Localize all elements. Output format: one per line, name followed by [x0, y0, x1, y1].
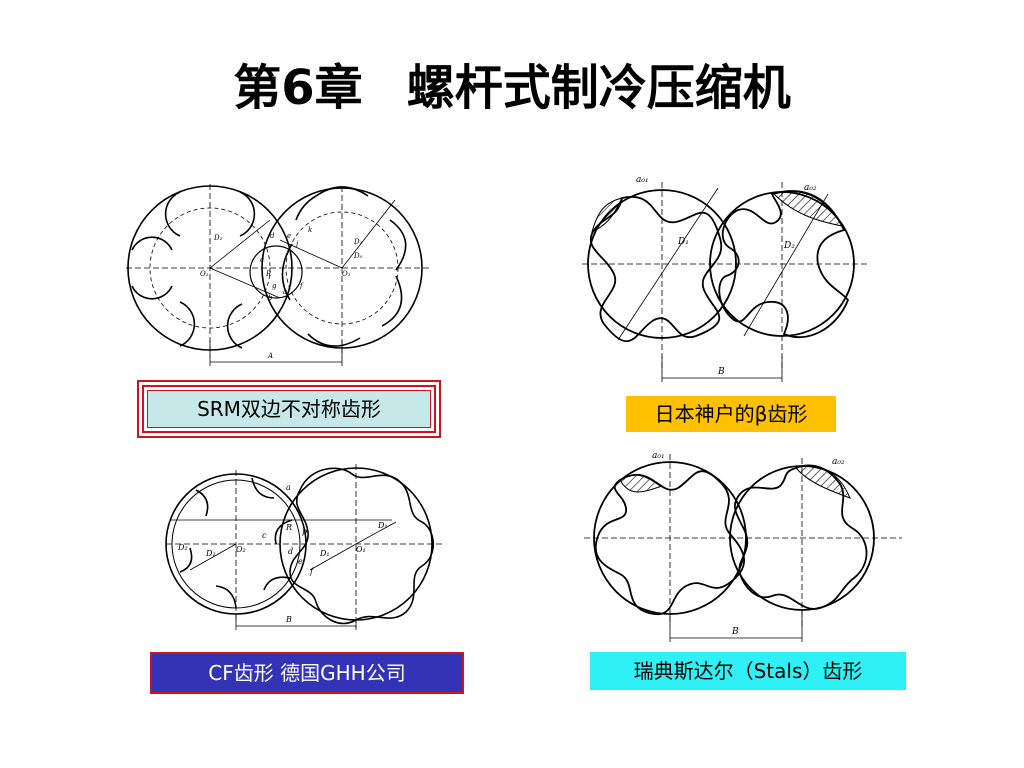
label-p: p: [302, 527, 307, 536]
label-c: c: [262, 531, 267, 540]
label-d1: D₁: [319, 549, 330, 558]
caption-kobe-text: 日本神户的β齿形: [654, 402, 808, 426]
label-e: e: [298, 557, 303, 566]
caption-cf-ghh: CF齿形 德国GHH公司: [150, 652, 464, 694]
label-o2: O₂: [200, 270, 209, 278]
label-r: R: [285, 523, 292, 532]
label-d1-outer: D₁: [377, 521, 388, 530]
label-j: j: [294, 240, 299, 248]
caption-kobe: 日本神户的β齿形: [626, 396, 836, 432]
label-b-dim: B: [717, 367, 725, 377]
label-k: k: [308, 226, 312, 234]
title-chapter: 第6章: [233, 60, 363, 116]
figure-cf-ghh-profile: a R p c D₂ D₂ O₂ d e f D₁ D₁ O₁ B: [160, 450, 450, 640]
label-a02: a₀₂: [832, 457, 845, 467]
label-o1: O₁: [342, 270, 351, 278]
label-a02: a₀₂: [804, 183, 817, 193]
label-a-dim: A: [267, 352, 273, 360]
label-d1: D₁: [353, 238, 363, 246]
caption-stals-text: 瑞典斯达尔（Stals）齿形: [633, 659, 863, 683]
caption-stals: 瑞典斯达尔（Stals）齿形: [590, 652, 906, 690]
cf-rotor-diagram: a R p c D₂ D₂ O₂ d e f D₁ D₁ O₁ B: [165, 464, 442, 630]
figure-srm-profile: D₂ O₂ d e j k c R g a f b D₁ D₀ O₁ A: [120, 180, 450, 375]
figure-kobe-beta-profile: a₀₁ a₀₂ D₁ D₂ B: [578, 160, 878, 388]
label-o2: O₂: [236, 545, 246, 554]
label-d: d: [288, 547, 293, 556]
label-e: e: [287, 232, 291, 240]
label-d0: D₀: [353, 252, 363, 260]
caption-srm-text: SRM双边不对称齿形: [197, 397, 381, 421]
caption-cf-ghh-text: CF齿形 德国GHH公司: [208, 661, 406, 685]
label-b-dim: B: [731, 627, 739, 637]
label-d2: D₂: [783, 241, 795, 251]
label-a01: a₀₁: [636, 175, 649, 185]
label-r: R: [265, 270, 272, 278]
label-c: c: [260, 256, 264, 264]
label-d1: D₁: [677, 237, 689, 247]
srm-rotor-diagram: D₂ O₂ d e j k c R g a f b D₁ D₀ O₁ A: [126, 184, 430, 366]
label-d2: D₂: [205, 549, 216, 558]
label-f: f: [299, 282, 304, 290]
label-a: a: [283, 288, 287, 296]
label-f: f: [309, 567, 315, 576]
figure-stals-profile: a₀₁ a₀₂ B: [580, 438, 910, 648]
label-b: b: [268, 294, 273, 302]
label-a: a: [286, 483, 291, 492]
label-b-dim: B: [285, 615, 292, 624]
label-o1: O₁: [356, 545, 366, 554]
label-d2: D₂: [213, 234, 223, 242]
label-d: d: [270, 232, 275, 240]
title-topic: 螺杆式制冷压缩机: [406, 60, 791, 116]
stals-rotor-diagram: a₀₁ a₀₂ B: [584, 451, 902, 642]
label-a01: a₀₁: [652, 451, 665, 461]
label-d2-outer: D₂: [177, 543, 188, 552]
kobe-rotor-diagram: a₀₁ a₀₂ D₁ D₂ B: [582, 175, 870, 382]
label-g: g: [272, 282, 277, 290]
caption-srm: SRM双边不对称齿形: [137, 380, 441, 438]
slide-title: 第6章螺杆式制冷压缩机: [0, 58, 1024, 118]
